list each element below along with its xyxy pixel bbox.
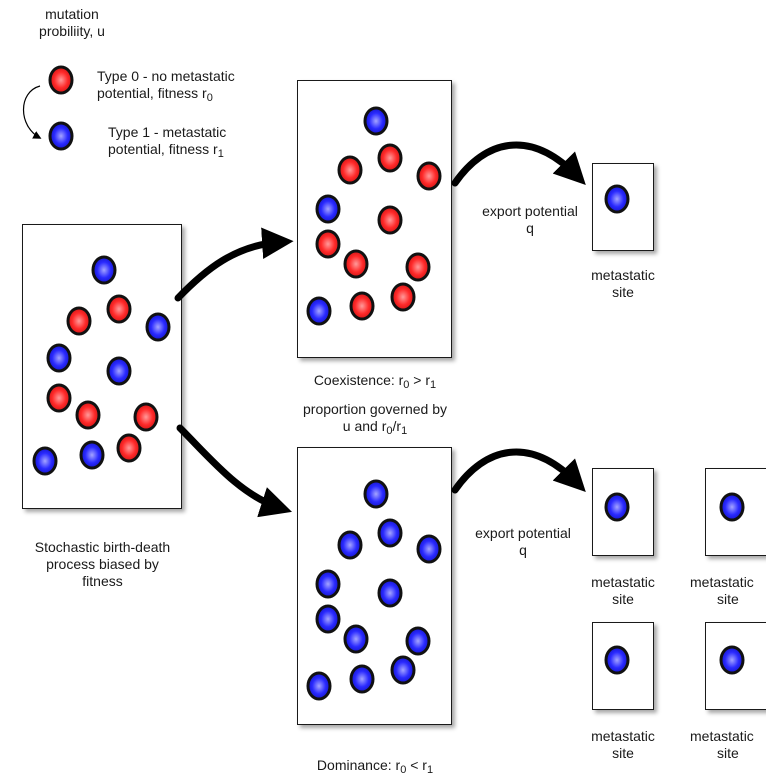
legend-type0-cell (48, 65, 74, 95)
primary-cell (32, 446, 58, 476)
export-bottom-line1: export potential (475, 525, 571, 541)
primary-cell (79, 440, 105, 470)
export-top-line1: export potential (482, 203, 578, 219)
dominance-cell (315, 604, 341, 634)
export-bottom-line2: q (519, 542, 527, 558)
primary-cell (75, 400, 101, 430)
dominance-cell (390, 655, 416, 685)
metastatic-cell (719, 645, 745, 675)
coexistence-cell (315, 229, 341, 259)
arrow-primary-to-coexistence (174, 227, 294, 302)
site-label-low-1: metastatic site (591, 728, 655, 761)
dominance-cell (337, 530, 363, 560)
coexistence-cell (377, 205, 403, 235)
primary-cell (91, 255, 117, 285)
site-label-top: metastatic site (591, 267, 655, 300)
proportion-line2: u and r0/r1 (342, 418, 408, 437)
coexistence-cell (306, 296, 332, 326)
site-label-mid-2: metastatic site (690, 574, 754, 607)
primary-cell (106, 294, 132, 324)
dominance-cell (377, 578, 403, 608)
coexistence-cell (416, 161, 442, 191)
dominance-cell (349, 664, 375, 694)
coexistence-cell (363, 106, 389, 136)
dominance-cell (343, 624, 369, 654)
coexistence-cell (390, 282, 416, 312)
arrow-primary-to-dominance (176, 424, 292, 518)
proportion-line1: proportion governed by (303, 401, 447, 417)
primary-cell (66, 306, 92, 336)
dominance-cell (416, 534, 442, 564)
mutation-label-line1: mutation (45, 6, 99, 22)
coexistence-label: Coexistence: r0 > r1 (313, 372, 437, 391)
primary-caption-line1: Stochastic birth-death (34, 539, 171, 555)
primary-caption: Stochastic birth-death process biased by… (0, 539, 205, 590)
type0-line1: Type 0 - no metastatic (97, 68, 235, 84)
dominance-cell (363, 479, 389, 509)
primary-cell (133, 402, 159, 432)
coexistence-cell (337, 155, 363, 185)
mutation-arrow (22, 85, 42, 139)
legend-type1-cell (48, 121, 74, 151)
metastatic-cell (604, 492, 630, 522)
mutation-label-line2: probiliity, u (39, 23, 105, 39)
site-label-low-2: metastatic site (690, 728, 754, 761)
coexistence-cell (349, 291, 375, 321)
arrow-coexistence-export (451, 141, 586, 187)
primary-cell (46, 383, 72, 413)
metastatic-cell (604, 645, 630, 675)
coexistence-cell (343, 249, 369, 279)
dominance-cell (377, 518, 403, 548)
dominance-label: Dominance: r0 < r1 (316, 757, 434, 776)
dominance-cell (405, 626, 431, 656)
export-potential-bottom: export potential q (458, 525, 588, 559)
mutation-label: mutation probiliity, u (32, 6, 112, 40)
type1-legend-label: Type 1 - metastatic potential, fitness r… (108, 124, 226, 163)
metastatic-cell (604, 184, 630, 214)
type0-legend-label: Type 0 - no metastatic potential, fitnes… (97, 68, 235, 107)
proportion-label: proportion governed by u and r0/r1 (270, 401, 480, 440)
metastatic-cell (719, 492, 745, 522)
dominance-cell (306, 671, 332, 701)
export-top-line2: q (526, 220, 534, 236)
primary-caption-line3: fitness (82, 573, 123, 589)
export-potential-top: export potential q (465, 203, 595, 237)
type0-line2: potential, fitness r0 (97, 85, 213, 104)
dominance-cell (315, 569, 341, 599)
coexistence-cell (315, 194, 341, 224)
site-label-mid-1: metastatic site (591, 574, 655, 607)
type1-line1: Type 1 - metastatic (108, 124, 227, 140)
primary-cell (116, 433, 142, 463)
coexistence-cell (377, 143, 403, 173)
arrow-dominance-export (451, 448, 586, 494)
primary-cell (145, 312, 171, 342)
primary-cell (46, 343, 72, 373)
primary-cell (106, 356, 132, 386)
coexistence-cell (405, 252, 431, 282)
type1-line2: potential, fitness r1 (108, 141, 224, 160)
primary-caption-line2: process biased by (46, 556, 159, 572)
